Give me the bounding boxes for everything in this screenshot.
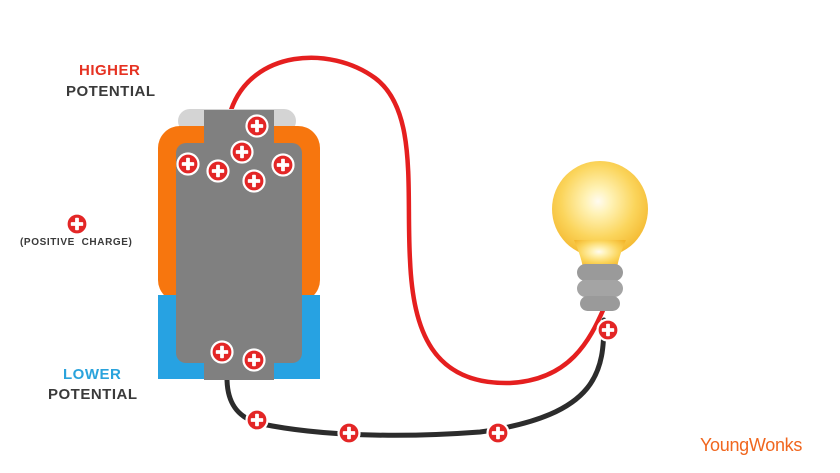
charge-battery-bottom-2 xyxy=(242,348,266,372)
brand-logo-text: YoungWonks xyxy=(700,435,803,455)
charge-wire-4 xyxy=(596,318,620,342)
bulb-base-ring-1 xyxy=(577,264,623,281)
bulb-base-ring-2 xyxy=(577,280,623,297)
battery-body xyxy=(176,143,302,363)
wire-higher-potential xyxy=(228,55,607,386)
bulb-neck xyxy=(574,240,626,268)
charge-battery-top-1 xyxy=(245,114,269,138)
higher-label: HIGHER xyxy=(79,62,141,79)
higher-potential-label: POTENTIAL xyxy=(66,83,156,100)
charge-battery-top-4 xyxy=(206,159,230,183)
charge-wire-2 xyxy=(337,421,361,445)
charge-wire-3 xyxy=(486,421,510,445)
charge-battery-top-6 xyxy=(242,169,266,193)
light-bulb xyxy=(552,161,648,311)
charge-wire-1 xyxy=(245,408,269,432)
wire-lower-potential xyxy=(224,317,607,438)
legend-positive-charge-label: (POSITIVE CHARGE) xyxy=(20,237,133,248)
bulb-base-ring-3 xyxy=(580,296,620,311)
charge-battery-top-5 xyxy=(271,153,295,177)
bulb-glass xyxy=(552,161,648,257)
charge-battery-top-3 xyxy=(176,152,200,176)
legend-charge-icon xyxy=(65,212,89,236)
charge-battery-bottom-1 xyxy=(210,340,234,364)
charge-battery-top-2 xyxy=(230,140,254,164)
lower-label: LOWER xyxy=(63,366,122,383)
lower-potential-label: POTENTIAL xyxy=(48,386,138,403)
